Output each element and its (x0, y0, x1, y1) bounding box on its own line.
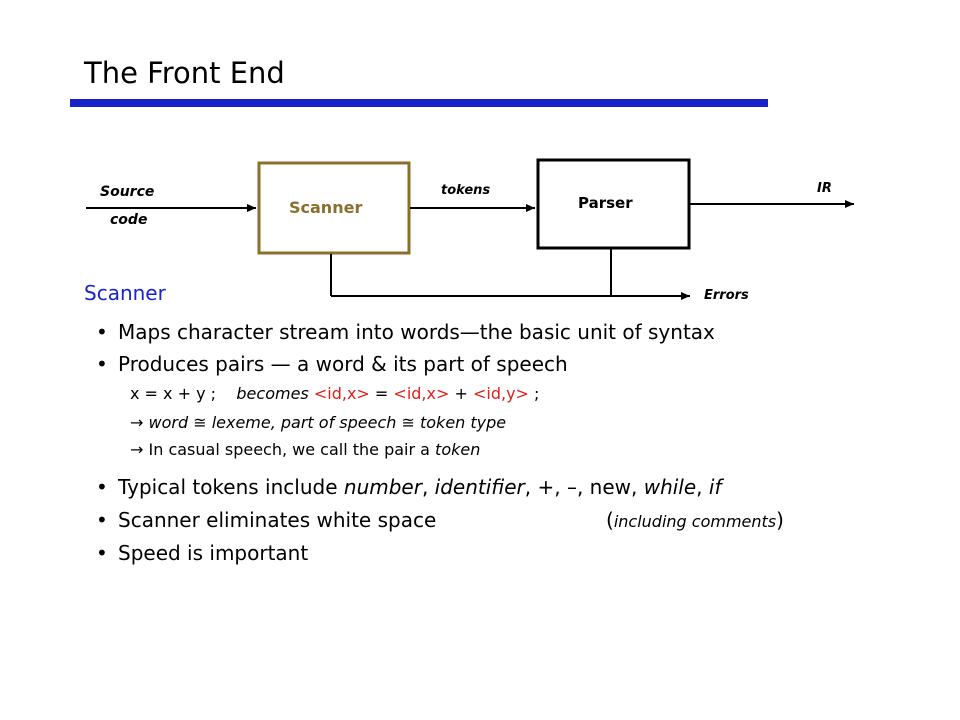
tokens-label: tokens (441, 183, 491, 198)
source-label-line1: Source (100, 184, 155, 200)
subpoint-casual: → In casual speech, we call the pair a t… (130, 440, 480, 459)
text-part-italic: while (643, 475, 697, 499)
bullet-dot: • (96, 352, 108, 376)
paren-close: ) (776, 508, 784, 532)
example-eq: = (374, 384, 389, 403)
text-part: , +, –, new, (524, 475, 644, 499)
bullet-dot: • (96, 508, 108, 532)
example-line: x = x + y ; becomes <id,x> = <id,x> + <i… (130, 384, 539, 403)
text-part-italic: number (343, 475, 422, 499)
bullet-text: Speed is important (118, 541, 309, 565)
ir-label: IR (817, 181, 832, 196)
text-part: , (421, 475, 435, 499)
example-becomes: becomes (236, 384, 309, 403)
text-part: , (696, 475, 709, 499)
subpoint-token-word: token (435, 440, 481, 459)
text-part: Typical tokens include (118, 475, 344, 499)
subpoint-text: word ≅ lexeme, part of speech ≅ token ty… (148, 413, 507, 432)
page-title: The Front End (84, 56, 285, 90)
bullet-text: Scanner eliminates white space (118, 508, 437, 532)
note-text: including comments (613, 512, 777, 531)
example-lhs: x = x + y ; (130, 384, 217, 403)
subpoint-text: In casual speech, we call the pair a (148, 440, 436, 459)
bullet-text: Typical tokens include number, identifie… (118, 475, 722, 499)
token-1: <id,x> (313, 384, 370, 403)
bullet-text: Produces pairs — a word & its part of sp… (118, 352, 568, 376)
source-label-line2: code (110, 212, 148, 228)
bullet-dot: • (96, 320, 108, 344)
arrow-icon: → (130, 413, 144, 432)
scanner-box (257, 161, 411, 255)
parser-box (536, 158, 691, 250)
token-3: <id,y> (472, 384, 529, 403)
subpoint-lexeme: → word ≅ lexeme, part of speech ≅ token … (130, 413, 506, 432)
text-part-italic: identifier (434, 475, 525, 499)
token-2: <id,x> (393, 384, 450, 403)
white-space-note: (including comments) (606, 508, 784, 532)
parser-box-label: Parser (578, 194, 633, 212)
text-part-italic: if (708, 475, 722, 499)
errors-label: Errors (704, 288, 749, 303)
arrow-icon: → (130, 440, 144, 459)
paren-open: ( (606, 508, 614, 532)
bullet-dot: • (96, 541, 108, 565)
bullet-dot: • (96, 475, 108, 499)
example-semi: ; (534, 384, 540, 403)
title-underline (70, 99, 768, 107)
section-title: Scanner (84, 281, 166, 305)
scanner-box-label: Scanner (289, 198, 363, 217)
example-plus: + (454, 384, 468, 403)
bullet-text: Maps character stream into words—the bas… (118, 320, 715, 344)
